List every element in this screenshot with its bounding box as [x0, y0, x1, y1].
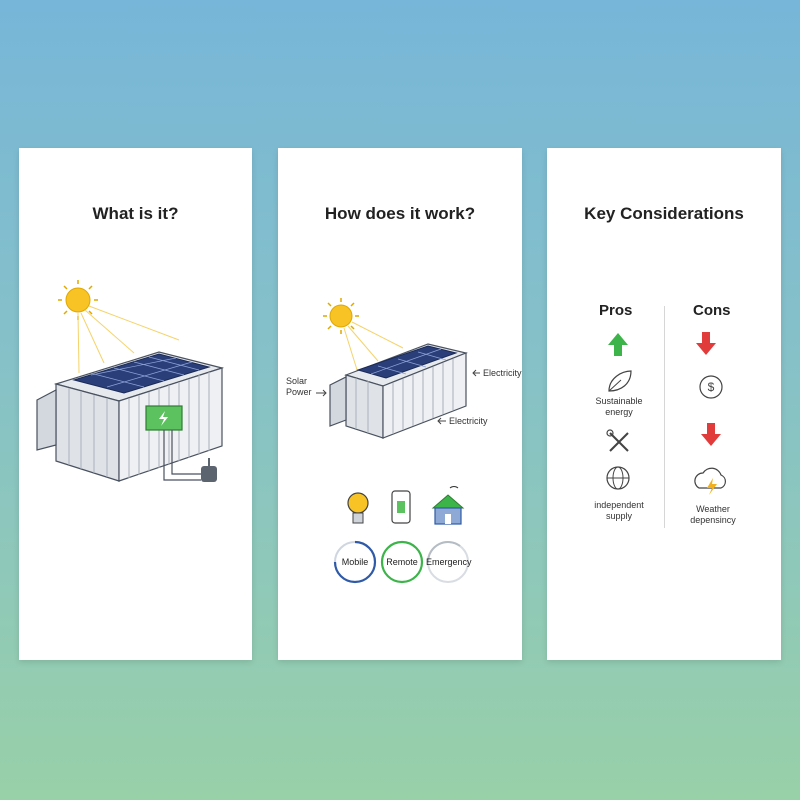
workflow-illustration — [316, 298, 480, 584]
panel-title: What is it? — [92, 204, 179, 223]
solar-power-label: Solar Power — [286, 376, 312, 397]
plug-icon — [201, 458, 217, 482]
panel-title: How does it work? — [324, 204, 476, 223]
svg-text:$: $ — [708, 380, 715, 394]
leaf-icon — [608, 370, 632, 392]
arrow-down-icon — [701, 423, 721, 446]
solar-container-illustration — [36, 280, 225, 482]
shipping-container — [329, 343, 468, 439]
panel-key-considerations: Key Considerations Pros Cons $ — [547, 148, 781, 660]
shipping-container — [36, 351, 225, 482]
sun-icon — [323, 298, 359, 334]
arrow-up-icon — [608, 333, 628, 356]
lightbulb-icon — [347, 492, 369, 524]
phone-icon — [391, 490, 411, 524]
column-divider — [664, 306, 665, 528]
con-item-weather: Weather depensincy — [690, 504, 736, 525]
pros-heading: Pros — [599, 302, 633, 319]
electricity-label-bottom: Electricity — [449, 416, 488, 426]
pro-item-independent: independent supply — [594, 500, 644, 521]
panel-what-is-it: What is it? — [19, 148, 252, 660]
considerations-icons: $ — [606, 332, 726, 495]
mode-mobile: Mobile — [341, 557, 369, 567]
electricity-label-top: Electricity — [483, 368, 522, 378]
mode-emergency: Emergency — [426, 557, 472, 567]
house-icon — [431, 486, 465, 525]
globe-icon — [606, 466, 630, 490]
panel-how-does-it-work: How does it work? — [278, 148, 522, 660]
tools-icon — [606, 429, 629, 452]
storm-cloud-icon — [694, 467, 726, 495]
cons-heading: Cons — [693, 302, 731, 319]
sun-icon — [58, 280, 98, 320]
pro-item-sustainable: Sustainable energy — [595, 396, 643, 417]
mode-remote: Remote — [386, 557, 418, 567]
arrow-down-icon — [696, 332, 716, 355]
panel-title: Key Considerations — [584, 204, 744, 223]
dollar-icon: $ — [699, 375, 723, 399]
